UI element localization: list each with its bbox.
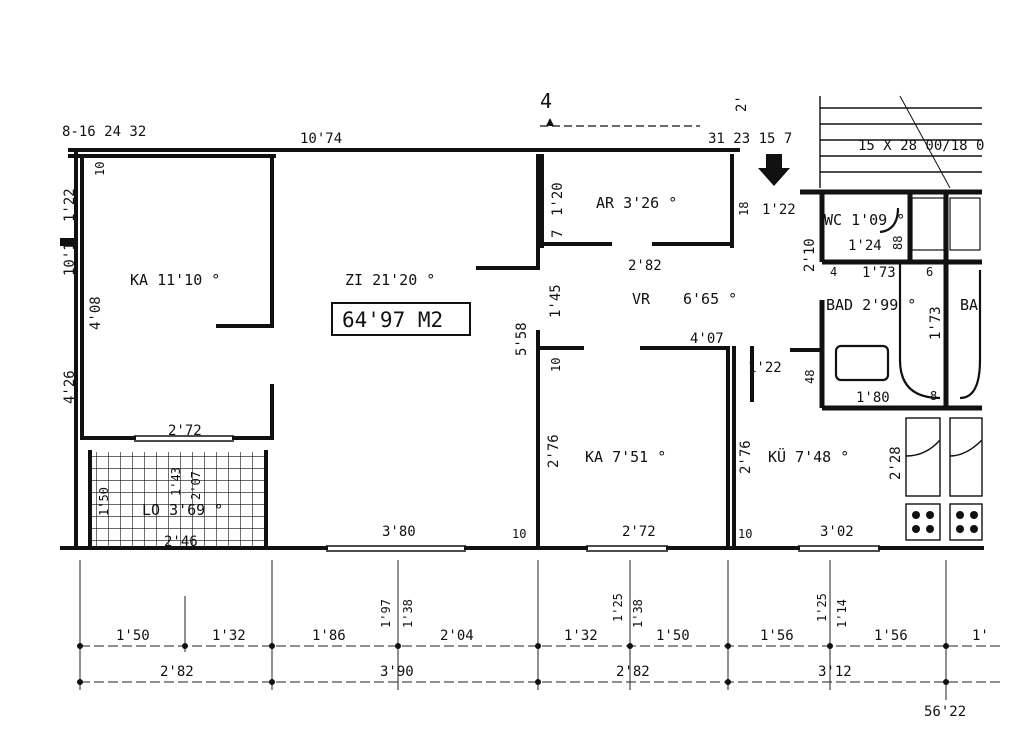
dim-143: 1'43 — [169, 467, 183, 496]
room-label-ka2: KA 7'51 ° — [585, 448, 666, 466]
dim-7: 7 — [550, 230, 566, 238]
dim-48: 48 — [803, 370, 817, 384]
windows — [62, 241, 880, 552]
shafts — [911, 197, 981, 251]
top-dim-small: 2' — [734, 95, 750, 112]
dim-124: 1'24 — [848, 238, 882, 254]
bottom-sum-4: 3'12 — [818, 664, 852, 680]
dim-88: 88 — [891, 236, 905, 250]
dim-10-tl: 10 — [93, 162, 107, 176]
dim-180: 1'80 — [856, 390, 890, 406]
dim-282-vr: 2'82 — [628, 258, 662, 274]
dim-407: 4'07 — [690, 331, 724, 347]
dim-272-b: 2'72 — [622, 524, 656, 540]
top-dim-left: 8-16 24 32 — [62, 124, 146, 140]
loggia-tile-floor — [90, 452, 266, 548]
north-label: 4 — [540, 89, 552, 113]
dim-4: 4 — [830, 265, 837, 279]
bottom-dim-7: 1'56 — [760, 628, 794, 644]
dim-10-mid: 10 — [549, 358, 563, 372]
dim-150-lo: 1'50 — [97, 487, 111, 516]
room-area-vr: 6'65 ° — [683, 290, 737, 308]
top-dim-right: 31 23 15 7 — [708, 131, 792, 147]
bottom-dim-4: 2'04 — [440, 628, 474, 644]
dim-173v: 1'73 — [928, 306, 944, 340]
room-label-vr: VR — [632, 290, 651, 308]
room-label-ba: BA — [960, 296, 978, 314]
kitchen-fixtures — [905, 417, 983, 541]
vertical-dim-4: 1'38 — [631, 599, 645, 628]
bottom-sum-1: 2'82 — [160, 664, 194, 680]
dim-8: 8 — [930, 389, 937, 403]
dim-122-door: 1'22 — [762, 202, 796, 218]
total-area: 64'97 M2 — [342, 308, 443, 332]
bottom-dim-3: 1'86 — [312, 628, 346, 644]
dim-408: 4'08 — [88, 296, 104, 330]
room-label-ar: AR 3'26 ° — [596, 194, 677, 212]
total-area-box — [331, 302, 471, 336]
dim-122-left: 1'22 — [62, 188, 78, 222]
room-label-lo: LO 3'69 ° — [142, 501, 223, 519]
vertical-dim-5: 1'25 — [815, 593, 829, 622]
room-label-zi: ZI 21'20 ° — [345, 271, 435, 289]
dim-18: 18 — [737, 202, 751, 216]
dim-302: 3'02 — [820, 524, 854, 540]
bottom-dim-8: 1'56 — [874, 628, 908, 644]
dimension-ticks — [77, 643, 949, 685]
dim-276-b: 2'76 — [738, 440, 754, 474]
dim-272-lo: 2'72 — [168, 423, 202, 439]
dim-558: 5'58 — [514, 322, 530, 356]
walls — [60, 148, 984, 550]
vertical-dim-3: 1'25 — [611, 593, 625, 622]
north-arrow-icon — [546, 118, 554, 126]
dim-120: 1'20 — [550, 182, 566, 216]
vertical-dim-6: 1'14 — [835, 599, 849, 628]
dim-10-b1: 10 — [512, 527, 526, 541]
wet-core-walls — [800, 189, 982, 411]
bottom-dim-9: 1' — [972, 628, 989, 644]
entrance-arrow-icon — [758, 154, 790, 186]
staircase — [819, 95, 982, 189]
dim-145: 1'45 — [548, 284, 564, 318]
dim-207: 2'07 — [189, 471, 203, 500]
dim-276-a: 2'76 — [546, 434, 562, 468]
dim-228: 2'28 — [888, 446, 904, 480]
bottom-dim-5: 1'32 — [564, 628, 598, 644]
vertical-dim-1: 1'97 — [379, 599, 393, 628]
dim-210: 2'10 — [802, 238, 818, 272]
top-dim-main: 10'74 — [300, 131, 342, 147]
total-dimension: 56'22 — [924, 704, 966, 720]
dim-122-kue: 1'22 — [748, 360, 782, 376]
bottom-sum-3: 2'82 — [616, 664, 650, 680]
bath-fixtures — [834, 207, 982, 400]
room-label-kue: KÜ 7'48 ° — [768, 447, 849, 466]
stair-label: 15 X 28 00/18 0 — [858, 138, 984, 154]
dim-6: 6 — [926, 265, 933, 279]
dim-380: 3'80 — [382, 524, 416, 540]
bottom-sum-2: 3'90 — [380, 664, 414, 680]
dim-101: 10'1 — [62, 242, 78, 276]
room-label-bad: BAD 2'99 ° — [826, 296, 916, 314]
bottom-dim-1: 1'50 — [116, 628, 150, 644]
dimension-chains — [79, 560, 1000, 700]
dim-173h: 1'73 — [862, 265, 896, 281]
room-label-wc: WC 1'09 ° — [824, 211, 905, 229]
vertical-dim-2: 1'38 — [401, 599, 415, 628]
bottom-dim-2: 1'32 — [212, 628, 246, 644]
bottom-dim-6: 1'50 — [656, 628, 690, 644]
room-label-ka1: KA 11'10 ° — [130, 271, 220, 289]
dim-426: 4'26 — [62, 370, 78, 404]
dim-10-b2: 10 — [738, 527, 752, 541]
stove-burners — [912, 511, 978, 533]
dim-246: 2'46 — [164, 534, 198, 550]
